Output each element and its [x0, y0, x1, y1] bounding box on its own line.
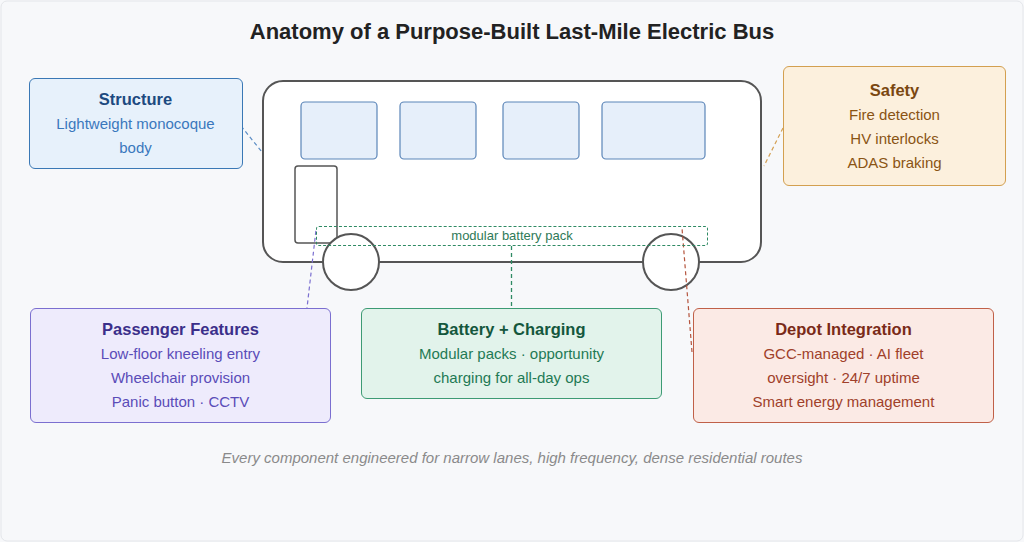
part-label: modular battery pack	[451, 227, 572, 245]
box-body: GCC-managed · AI fleet oversight · 24/7 …	[741, 342, 946, 390]
box-heading: Passenger Features	[102, 317, 259, 341]
window	[503, 102, 579, 159]
box-body: Wheelchair provision	[111, 366, 250, 390]
bus-body	[263, 81, 761, 262]
box-body: Panic button · CCTV	[112, 390, 250, 414]
callout-box: StructureLightweight monocoque body	[29, 78, 243, 169]
window	[400, 102, 476, 159]
box-heading: Safety	[870, 78, 920, 102]
leader-line	[682, 228, 692, 352]
box-heading: Battery + Charging	[437, 317, 585, 341]
callout-box: Battery + ChargingModular packs · opport…	[361, 308, 662, 399]
diagram-caption: Every component engineered for narrow la…	[0, 449, 1024, 466]
box-body: ADAS braking	[847, 151, 941, 175]
box-body: Low-floor kneeling entry	[101, 342, 260, 366]
wheel	[643, 234, 699, 290]
box-body: Smart energy management	[753, 390, 935, 414]
window	[301, 102, 377, 159]
box-body: Fire detection	[849, 103, 940, 127]
battery-pack: modular battery pack	[316, 226, 708, 246]
window	[602, 102, 705, 159]
leader-connector	[511, 246, 512, 308]
leader-line	[241, 126, 262, 152]
box-body: HV interlocks	[850, 127, 938, 151]
callout-box: Passenger FeaturesLow-floor kneeling ent…	[30, 308, 331, 423]
box-heading: Depot Integration	[775, 317, 912, 341]
wheel	[323, 234, 379, 290]
box-body: Modular packs · opportunity charging for…	[404, 342, 619, 390]
diagram-title: Anatomy of a Purpose-Built Last-Mile Ele…	[0, 19, 1024, 45]
leader-line	[764, 128, 783, 166]
box-heading: Structure	[99, 87, 172, 111]
callout-box: Depot IntegrationGCC-managed · AI fleet …	[693, 308, 994, 423]
callout-box: SafetyFire detectionHV interlocksADAS br…	[783, 66, 1006, 186]
box-body: Lightweight monocoque body	[41, 112, 231, 160]
